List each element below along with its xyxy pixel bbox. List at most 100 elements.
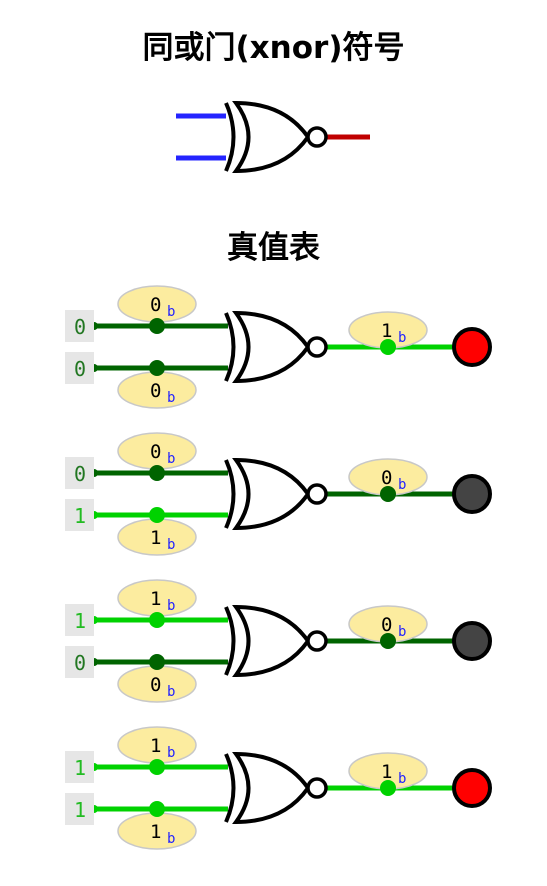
input-pin-value: 0: [74, 651, 86, 675]
probe-dot: [380, 486, 396, 502]
page-title: 同或门(xnor)符号: [142, 30, 405, 66]
input-pin-value: 0: [74, 462, 86, 486]
probe-dot: [149, 759, 165, 775]
input-pin-value: 1: [74, 756, 86, 780]
probe-dot: [380, 339, 396, 355]
probe-dot: [149, 360, 165, 376]
probe-unit: b: [398, 330, 406, 346]
probe-unit: b: [167, 745, 175, 761]
inversion-bubble: [306, 336, 328, 358]
xor-body: [232, 604, 311, 678]
truth-table-title: 真值表: [227, 230, 320, 266]
probe-value: 0: [150, 380, 161, 402]
input-pin-box: [65, 604, 94, 636]
xnor-gate-symbol: [224, 100, 328, 174]
xnor-extra-arc: [224, 606, 236, 676]
xnor-gate: [224, 604, 328, 678]
probe-dot: [149, 507, 165, 523]
xnor-extra-arc: [224, 459, 236, 529]
input-pin-b: 1: [65, 499, 94, 531]
probe-value: 1: [150, 821, 161, 843]
probe-dot: [149, 465, 165, 481]
xor-body: [232, 100, 311, 174]
probe-value: 0: [150, 441, 161, 463]
input-pin-box: [65, 793, 94, 825]
xnor-extra-arc: [224, 312, 236, 382]
xnor-gate: [224, 457, 328, 531]
output-led: [452, 327, 492, 367]
probe-dot: [149, 612, 165, 628]
probe-unit: b: [167, 304, 175, 320]
probe-unit: b: [398, 624, 406, 640]
probe-unit: b: [398, 771, 406, 787]
input-pin-value: 1: [74, 798, 86, 822]
xor-body: [232, 751, 311, 825]
input-pin-value: 0: [74, 315, 86, 339]
xnor-extra-arc: [224, 102, 236, 172]
probe-unit: b: [167, 598, 175, 614]
probe-unit: b: [167, 831, 175, 847]
input-pin-box: [65, 499, 94, 531]
output-led: [452, 768, 492, 808]
input-pin-a: 0: [65, 310, 94, 342]
input-pin-a: 0: [65, 457, 94, 489]
xnor-gate: [224, 751, 328, 825]
input-pin-a: 1: [65, 604, 94, 636]
probe-dot: [149, 654, 165, 670]
inversion-bubble: [306, 126, 328, 148]
xor-body: [232, 310, 311, 384]
probe-unit: b: [167, 390, 175, 406]
inversion-bubble: [306, 630, 328, 652]
input-pin-box: [65, 310, 94, 342]
probe-value: 0: [150, 294, 161, 316]
xor-body: [232, 457, 311, 531]
probe-dot: [149, 318, 165, 334]
probe-unit: b: [398, 477, 406, 493]
probe-value: 1: [150, 527, 161, 549]
output-led: [452, 474, 492, 514]
input-pin-box: [65, 751, 94, 783]
input-pin-value: 1: [74, 504, 86, 528]
xnor-symbol: [176, 100, 370, 174]
probe-value: 1: [381, 320, 392, 342]
inversion-bubble: [306, 777, 328, 799]
input-pin-b: 0: [65, 352, 94, 384]
inversion-bubble: [306, 483, 328, 505]
probe-unit: b: [167, 684, 175, 700]
probe-dot: [149, 801, 165, 817]
input-pin-value: 1: [74, 609, 86, 633]
probe-dot: [380, 633, 396, 649]
probe-unit: b: [167, 451, 175, 467]
input-pin-box: [65, 352, 94, 384]
probe-value: 1: [150, 735, 161, 757]
input-pin-a: 1: [65, 751, 94, 783]
probe-value: 0: [381, 614, 392, 636]
input-pin-b: 1: [65, 793, 94, 825]
xnor-extra-arc: [224, 753, 236, 823]
input-pin-b: 0: [65, 646, 94, 678]
probe-value: 0: [150, 674, 161, 696]
probe-dot: [380, 780, 396, 796]
input-pin-box: [65, 457, 94, 489]
probe-value: 1: [381, 761, 392, 783]
probe-unit: b: [167, 537, 175, 553]
input-pin-box: [65, 646, 94, 678]
input-pin-value: 0: [74, 357, 86, 381]
output-led: [452, 621, 492, 661]
